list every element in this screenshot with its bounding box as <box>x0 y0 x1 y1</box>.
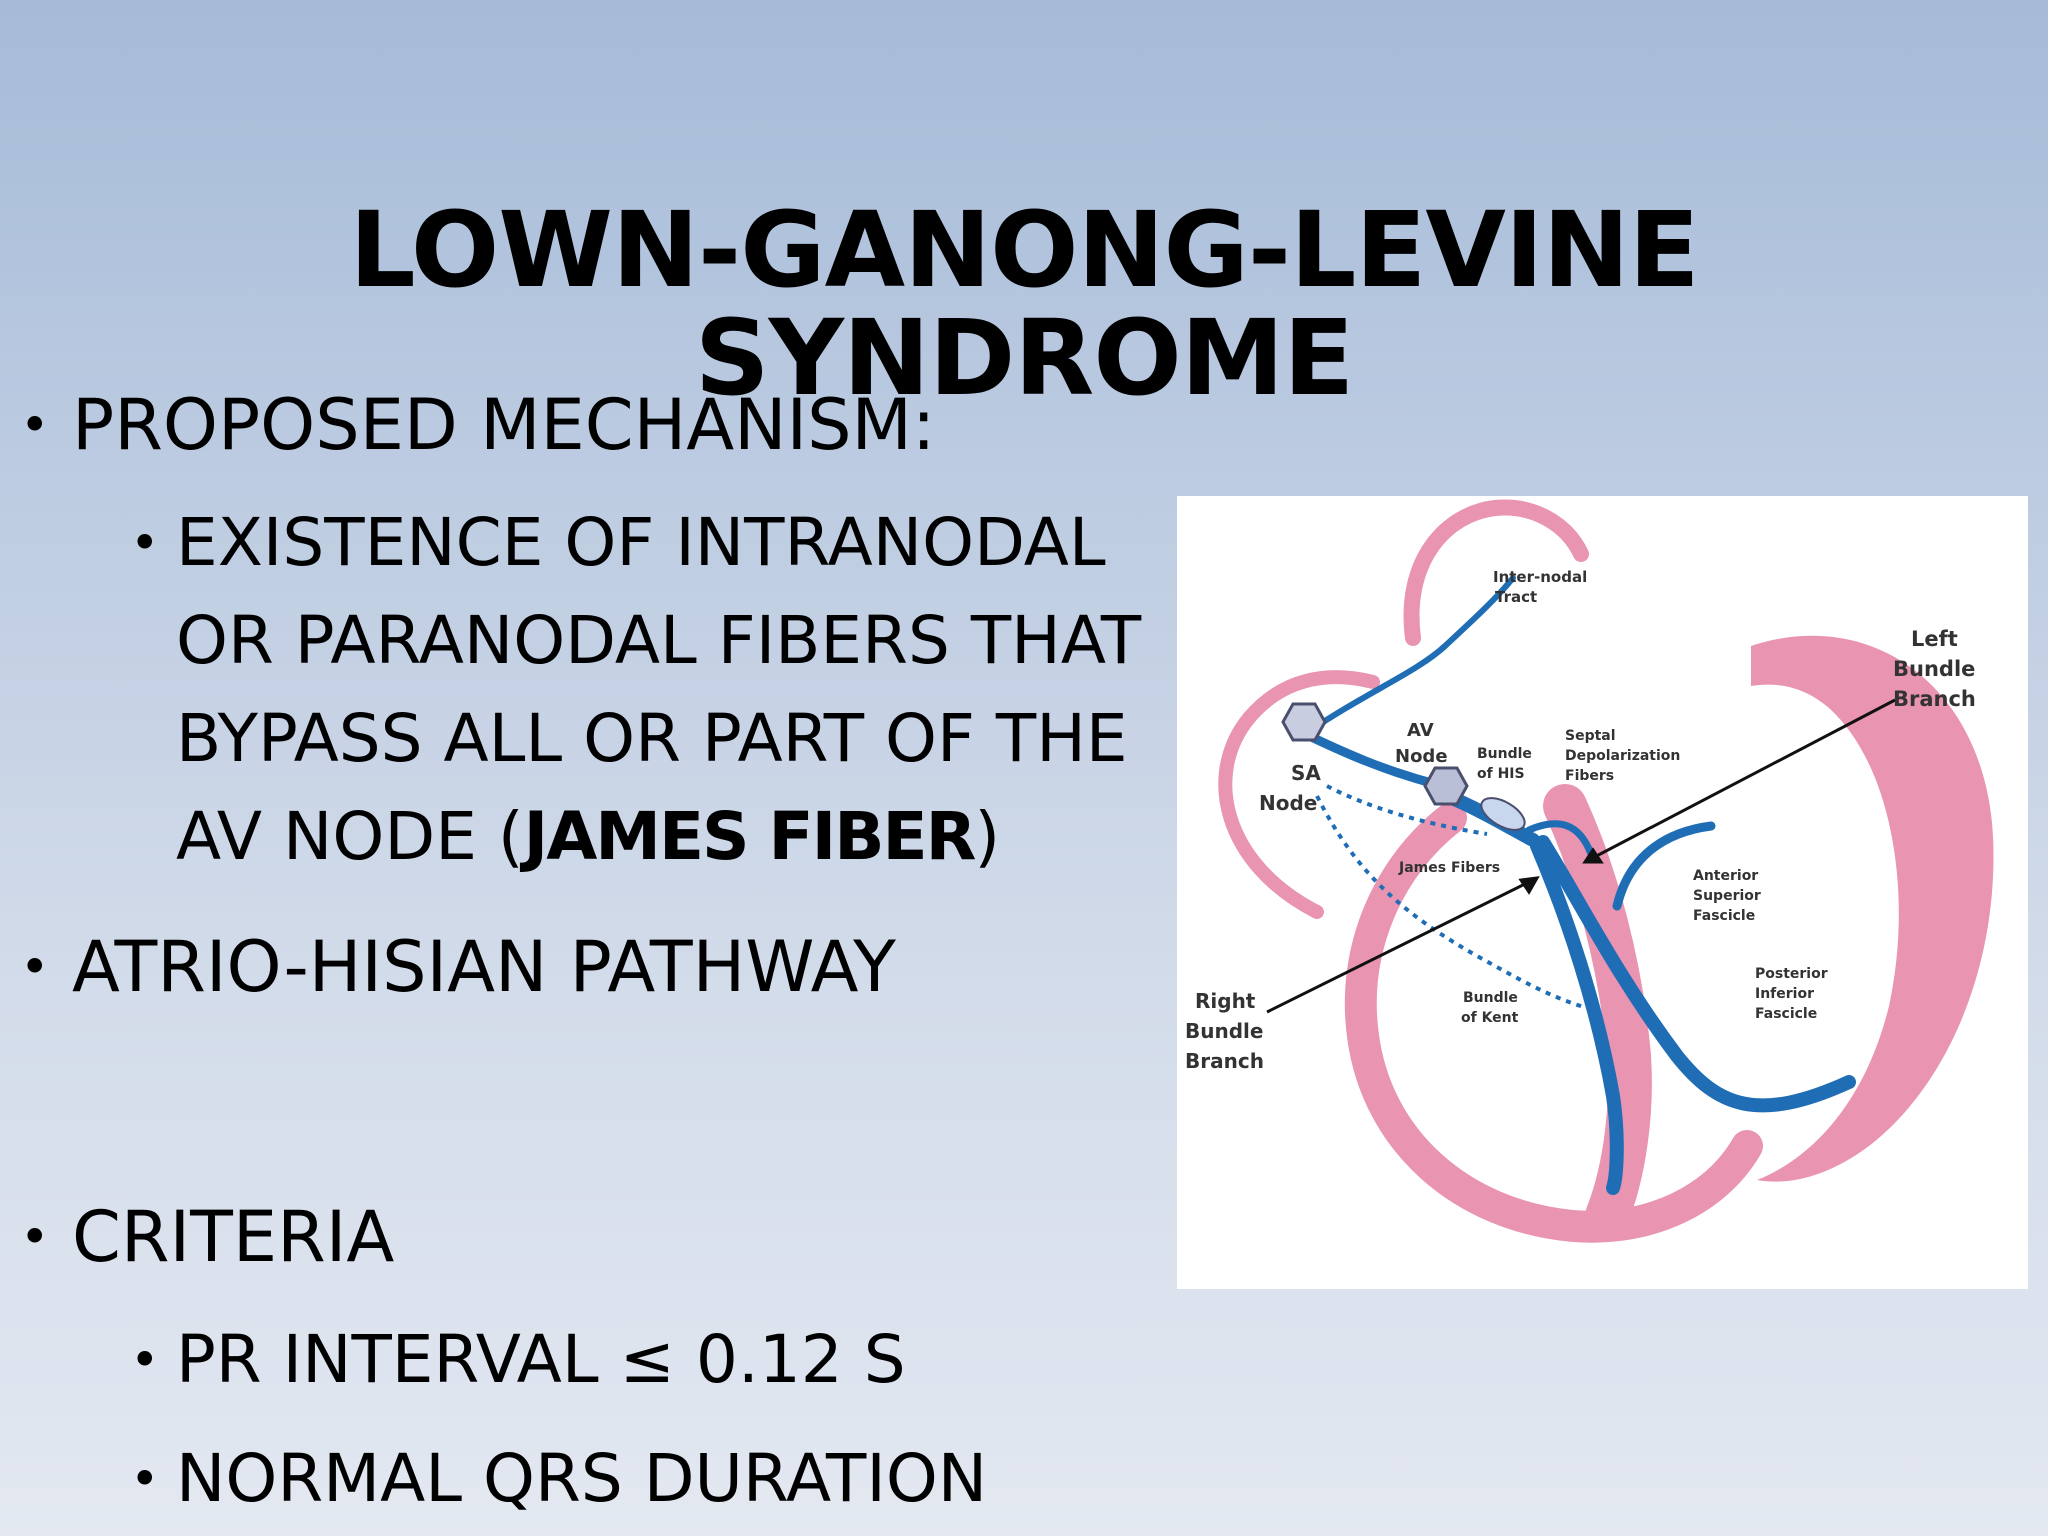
bullet-text-line-2: OR PARANODAL FIBERS THAT <box>176 602 1142 679</box>
bullet-dot: • <box>130 514 160 572</box>
bullet-text-close-paren: ) <box>974 798 1001 875</box>
sa-to-av-path <box>1300 729 1440 789</box>
label-his-line-1: Bundle <box>1477 746 1532 762</box>
label-av-line-2: Node <box>1395 746 1448 767</box>
bullet-text-line-3: BYPASS ALL OR PART OF THE <box>176 700 1128 777</box>
bullet-text: ATRIO-HISIAN PATHWAY <box>72 926 896 1008</box>
lbb-pointer-arrowhead <box>1582 847 1604 864</box>
av-node <box>1423 766 1469 806</box>
bullet-text-line-4: AV NODE (JAMES FIBER) <box>176 788 1141 886</box>
right-ventricle-wall <box>1344 802 1763 1243</box>
bullet-atrio-hisian-pathway: • ATRIO-HISIAN PATHWAY <box>20 918 896 1016</box>
label-posterior-line-1: Posterior <box>1755 966 1828 982</box>
internodal-tract <box>1302 575 1516 737</box>
label-lbb-line-3: Branch <box>1893 687 1976 711</box>
septal-fibers <box>1525 820 1595 858</box>
label-anterior-line-1: Anterior <box>1693 868 1758 884</box>
label-internodal-line-2: Tract <box>1495 588 1537 606</box>
label-posterior-line-2: Inferior <box>1755 986 1814 1002</box>
his-bundle-node <box>1480 797 1526 831</box>
bullet-existence-of-fibers: • EXISTENCE OF INTRANODAL OR PARANODAL F… <box>130 494 1142 886</box>
bullet-proposed-mechanism: • PROPOSED MECHANISM: <box>20 376 936 474</box>
label-septal-line-2: Depolarization <box>1565 748 1680 764</box>
label-rbb-line-3: Branch <box>1185 1049 1264 1073</box>
bullet-pr-interval: • PR INTERVAL ≤ 0.12 S <box>130 1311 906 1409</box>
anterior-superior-fascicle <box>1612 821 1716 911</box>
bullet-criteria: • CRITERIA <box>20 1188 395 1286</box>
slide-title: LOWN-GANONG-LEVINE SYNDROME <box>0 196 2048 412</box>
bullet-dot: • <box>130 1331 160 1389</box>
bullet-text: NORMAL QRS DURATION <box>176 1440 988 1517</box>
label-sa-line-2: Node <box>1259 791 1317 815</box>
label-sa-line-1: SA <box>1291 761 1321 785</box>
pointer-lines <box>1266 698 1896 1014</box>
label-rbb-line-1: Right <box>1195 989 1256 1013</box>
slide-title-line-2: SYNDROME <box>694 297 1355 419</box>
bullet-normal-qrs: • NORMAL QRS DURATION <box>130 1430 988 1528</box>
label-his-line-2: of HIS <box>1477 766 1525 782</box>
slide-title-line-1: LOWN-GANONG-LEVINE <box>349 189 1699 311</box>
bullet-text-av-node: AV NODE ( <box>176 798 524 875</box>
label-septal-line-1: Septal <box>1565 728 1616 744</box>
lbb-pointer-line <box>1584 698 1896 864</box>
rbb-pointer-arrowhead <box>1518 876 1540 895</box>
rbb-pointer-line <box>1266 876 1538 1014</box>
bullet-dot: • <box>20 1208 50 1266</box>
bullet-text-james-fiber: JAMES FIBER <box>523 798 977 875</box>
accessory-pathways <box>1315 784 1588 1010</box>
sa-node <box>1281 702 1327 742</box>
label-kent-line-1: Bundle <box>1463 990 1518 1006</box>
bullet-text: CRITERIA <box>72 1196 395 1278</box>
label-septal-line-3: Fibers <box>1565 768 1614 784</box>
label-anterior-line-3: Fascicle <box>1693 908 1755 924</box>
label-kent-line-2: of Kent <box>1461 1010 1519 1026</box>
label-posterior-line-3: Fascicle <box>1755 1006 1817 1022</box>
label-james-fibers: James Fibers <box>1398 860 1500 876</box>
bundle-of-kent <box>1315 795 1588 1010</box>
heart-conduction-svg: Inter-nodal Tract SA Node AV Node Bundle… <box>1185 499 1994 1243</box>
nodes <box>1281 702 1526 831</box>
label-rbb-line-2: Bundle <box>1185 1019 1263 1043</box>
diagram-labels: Inter-nodal Tract SA Node AV Node Bundle… <box>1185 568 1976 1073</box>
bullet-text: PR INTERVAL ≤ 0.12 S <box>176 1321 906 1398</box>
label-lbb-line-2: Bundle <box>1893 657 1975 681</box>
bullet-dot: • <box>130 1450 160 1508</box>
label-lbb-line-1: Left <box>1911 627 1958 651</box>
left-ventricle-wall <box>1751 635 1994 1182</box>
bullet-text: PROPOSED MECHANISM: <box>72 384 936 466</box>
label-internodal-line-1: Inter-nodal <box>1493 568 1587 586</box>
left-bundle-branch <box>1536 835 1856 1113</box>
bullet-text-line-1: EXISTENCE OF INTRANODAL <box>176 504 1106 581</box>
right-atrium-wall <box>1218 670 1380 919</box>
heart-conduction-diagram: Inter-nodal Tract SA Node AV Node Bundle… <box>1177 496 2028 1289</box>
right-bundle-branch <box>1530 839 1624 1195</box>
label-av-line-1: AV <box>1407 720 1434 741</box>
bullet-dot: • <box>20 396 50 454</box>
bullet-dot: • <box>20 938 50 996</box>
left-atrium-wall <box>1403 499 1589 646</box>
label-anterior-line-2: Superior <box>1693 888 1761 904</box>
